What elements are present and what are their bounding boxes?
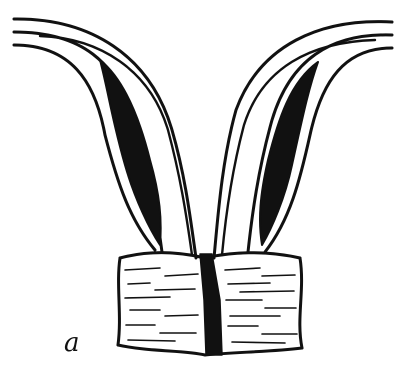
right-branch (214, 22, 392, 258)
central-groove (200, 254, 222, 355)
left-branch (14, 19, 196, 258)
right-lumen (260, 62, 318, 245)
panel-label: a (64, 330, 80, 356)
